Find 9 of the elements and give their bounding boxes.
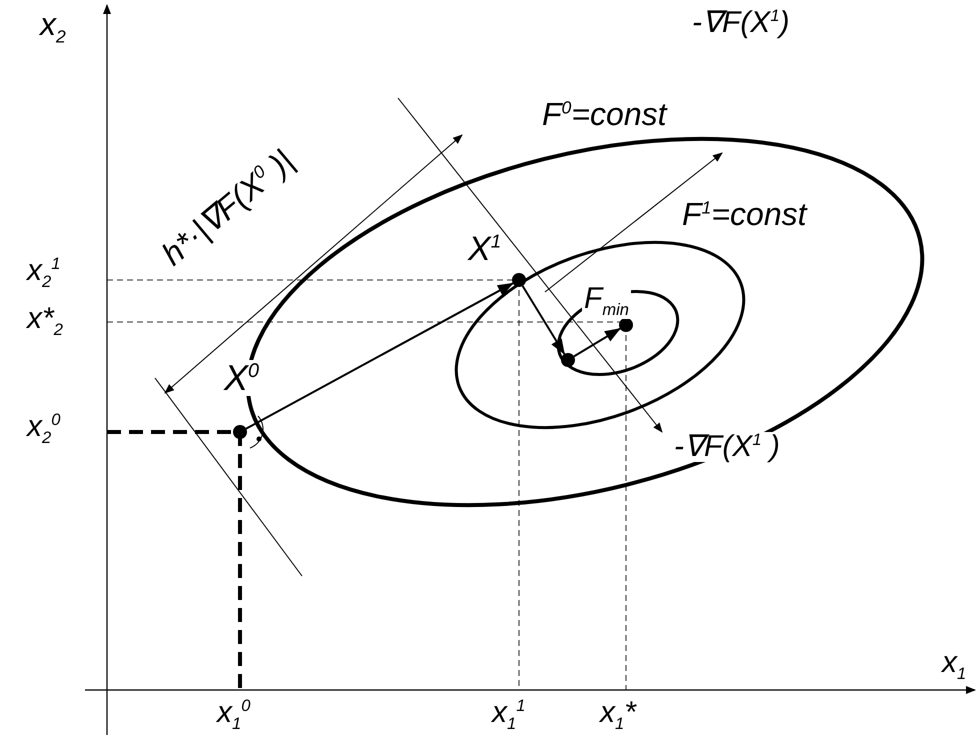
step-arrow	[522, 285, 566, 355]
point-marker	[561, 353, 575, 367]
step-arrow	[573, 328, 621, 358]
point-label: X$^{0}$	[222, 360, 262, 396]
point-marker	[512, 273, 526, 287]
point-marker	[619, 318, 633, 332]
point-marker	[233, 425, 247, 439]
step-arrow	[246, 282, 514, 430]
point-label: F$_{min}$	[582, 284, 631, 318]
